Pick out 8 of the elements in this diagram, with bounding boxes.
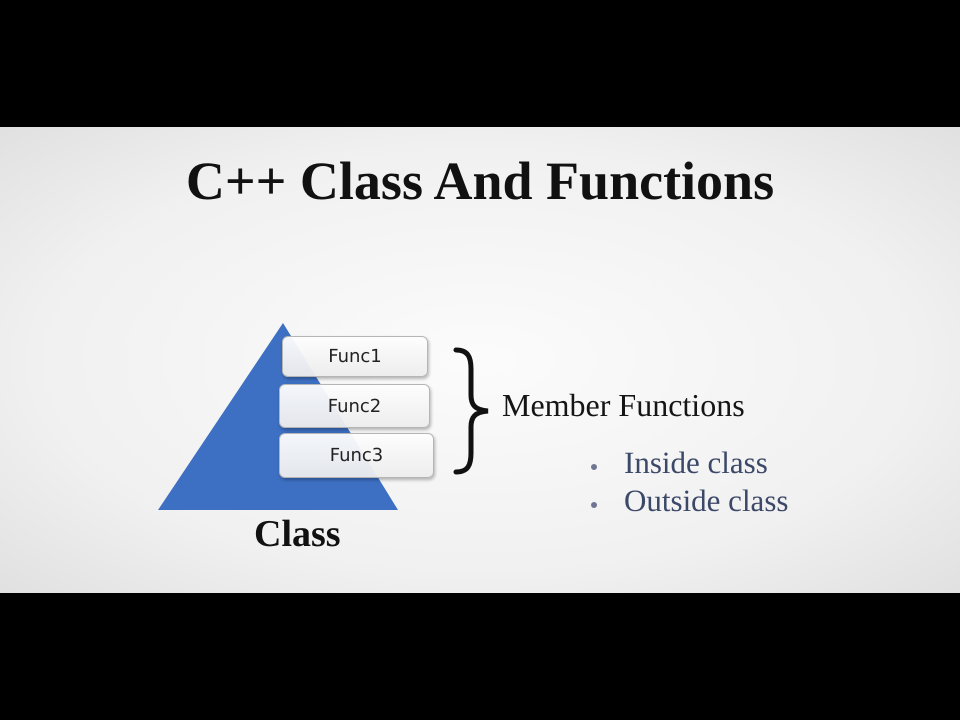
list-item: Outside class <box>624 483 788 519</box>
member-functions-heading: Member Functions <box>502 387 745 424</box>
function-box: Func3 <box>279 433 434 478</box>
function-box: Func1 <box>282 336 428 377</box>
pyramid-caption: Class <box>254 513 341 557</box>
list-item: Inside class <box>624 445 768 481</box>
function-box: Func2 <box>279 384 430 428</box>
title: C++ Class And Functions <box>186 150 774 212</box>
